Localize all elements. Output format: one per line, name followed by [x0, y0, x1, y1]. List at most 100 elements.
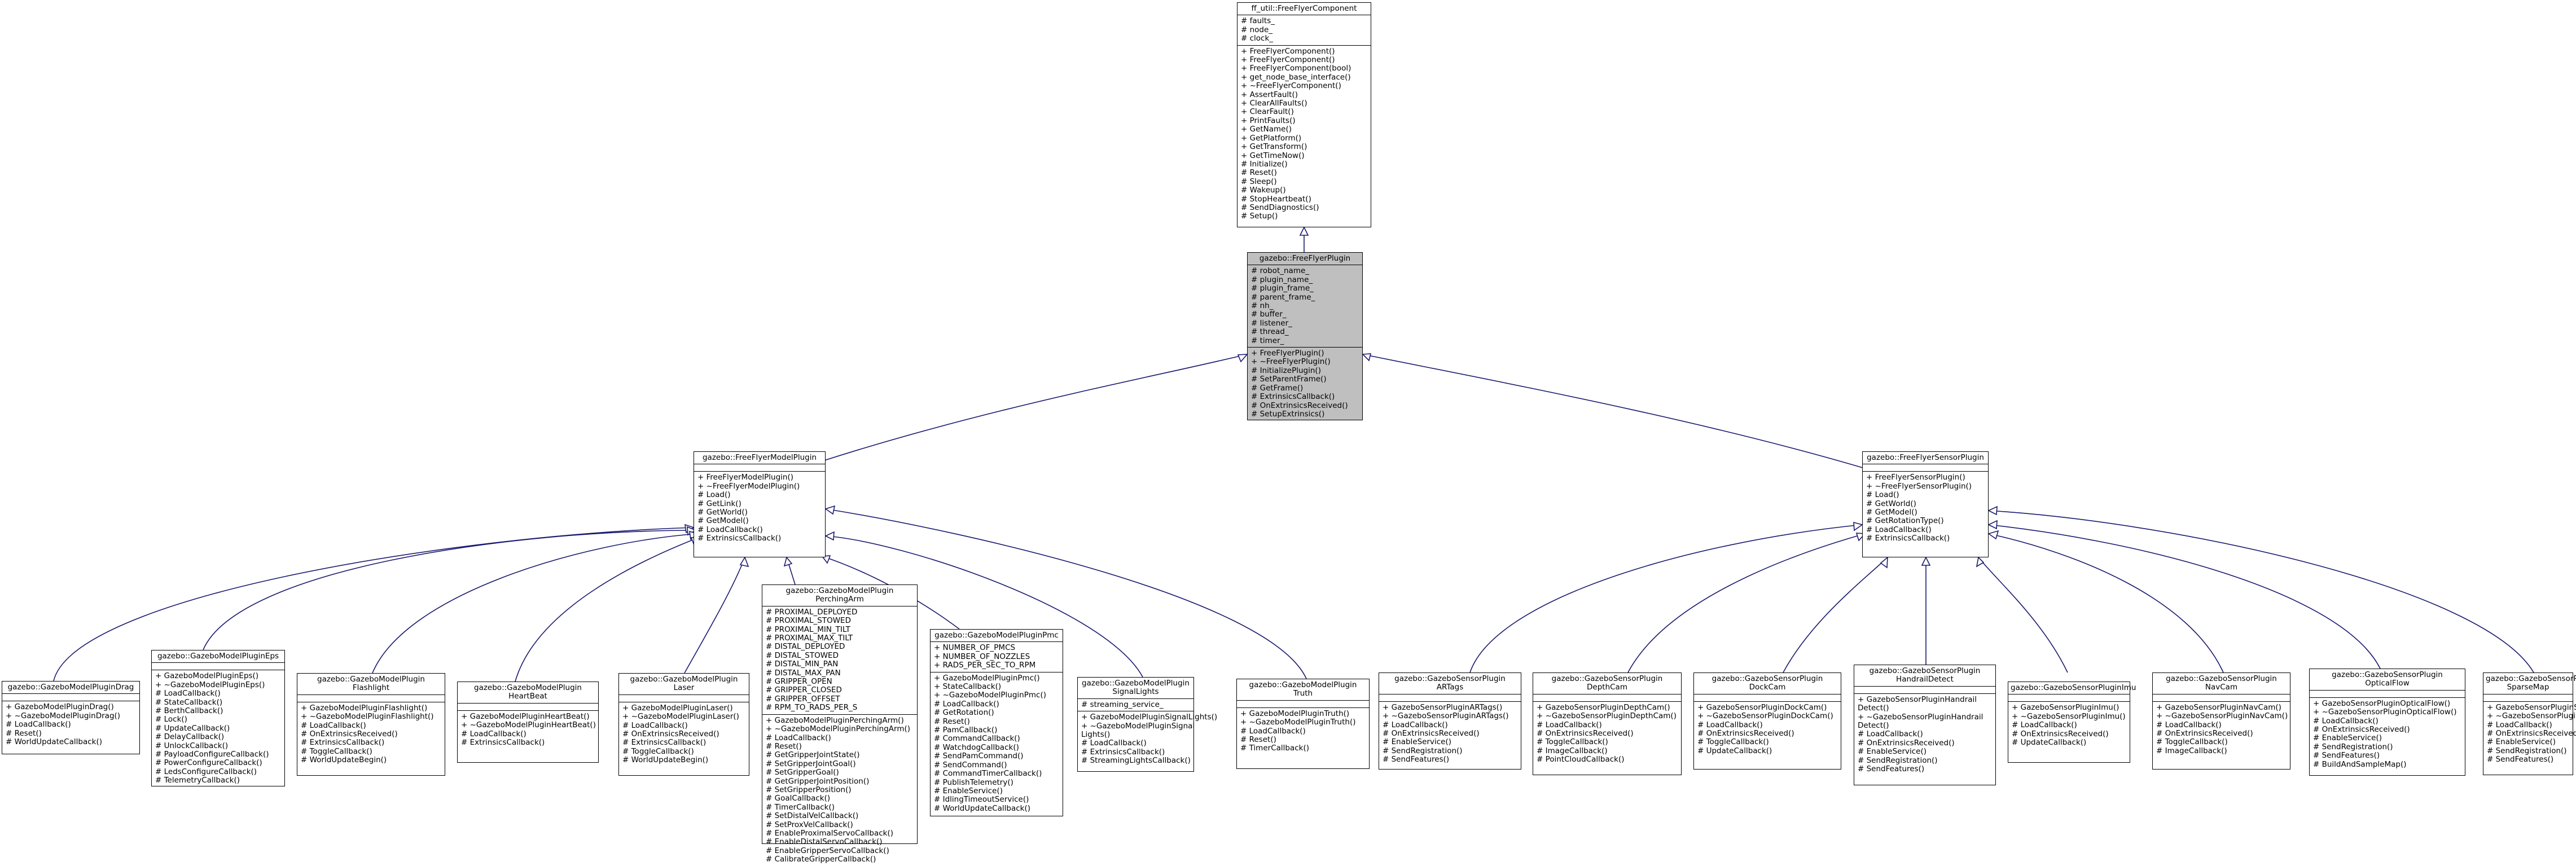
- operation: # Initialize(): [1241, 159, 1288, 169]
- class-gazebomodelpluginpmc[interactable]: gazebo::GazeboModelPluginPmc+ NUMBER_OF_…: [930, 629, 1063, 816]
- operation: + FreeFlyerComponent(): [1241, 46, 1335, 56]
- class-title: gazebo::FreeFlyerPlugin: [1248, 253, 1362, 265]
- operation: + FreeFlyerSensorPlugin(): [1866, 473, 1965, 482]
- operation: # LoadCallback(): [1081, 738, 1147, 748]
- operation: # ExtrinsicsCallback(): [1866, 534, 1950, 543]
- operation: + ~FreeFlyerSensorPlugin(): [1866, 481, 1972, 491]
- operation: # TelemetryCallback(): [155, 776, 240, 785]
- operation: + ~GazeboSensorPluginDepthCam(): [1537, 711, 1677, 721]
- operation: # SetParentFrame(): [1251, 375, 1327, 384]
- operation: + GazeboSensorPluginSparseMap(): [2487, 702, 2576, 712]
- operation: + ~GazeboModelPluginEps(): [155, 680, 265, 689]
- operation: # OnExtrinsicsReceived(): [1383, 729, 1480, 738]
- arrowhead-ffsp-5: [1976, 556, 1985, 568]
- operation: # CommandCallback(): [934, 734, 1020, 744]
- operation: + GazeboModelPluginLaser(): [622, 703, 733, 713]
- operation: + ClearFault(): [1241, 107, 1294, 117]
- operation: # SendRegistration(): [1383, 746, 1463, 755]
- operation: # SendRegistration(): [2487, 746, 2567, 755]
- class-title-line: gazebo::GazeboSensorPluginImu: [2011, 683, 2136, 692]
- operation: + ClearAllFaults(): [1241, 99, 1307, 108]
- class-gazebomodelpluginEps[interactable]: gazebo::GazeboModelPluginEps+ GazeboMode…: [151, 650, 285, 786]
- class-freeflyermodelplugin[interactable]: gazebo::FreeFlyerModelPlugin+ FreeFlyerM…: [694, 451, 826, 557]
- operations-section: + GazeboModelPluginPerchingArm()+ ~Gazeb…: [762, 714, 917, 866]
- operation: # Wakeup(): [1241, 186, 1286, 195]
- operation: + get_node_base_interface(): [1241, 72, 1351, 82]
- operations-section: + GazeboSensorPluginSparseMap()+ ~Gazebo…: [2483, 701, 2576, 766]
- operation: # SendFeatures(): [1383, 755, 1450, 764]
- attribute: # listener_: [1251, 318, 1292, 328]
- operation: + GetTimeNow(): [1241, 151, 1305, 160]
- edge-sparse-ffsp: [1988, 510, 2534, 673]
- operation: # BerthCallback(): [155, 706, 223, 716]
- operation: # LoadCallback(): [2487, 720, 2552, 729]
- attributes-section: [1863, 464, 1988, 471]
- class-gazebomodelplugindrag[interactable]: gazebo::GazeboModelPluginDrag+ GazeboMod…: [2, 681, 140, 754]
- class-freeflyercomponent[interactable]: ff_util::FreeFlyerComponent# faults_# no…: [1237, 2, 1371, 227]
- operation: + ~GazeboModelPluginLaser(): [622, 712, 739, 722]
- operations-section: + FreeFlyerPlugin()+ ~FreeFlyerPlugin()#…: [1248, 347, 1362, 420]
- operation: # StopHeartbeat(): [1241, 194, 1311, 204]
- operations-section: + GazeboSensorPluginImu()+ ~GazeboSensor…: [2008, 701, 2130, 749]
- edge-ffmp-ffp: [822, 354, 1248, 461]
- class-gazebosensorpluginsparsemap[interactable]: gazebo::GazeboSensorPluginSparseMap+ Gaz…: [2483, 672, 2576, 775]
- class-title: gazebo::FreeFlyerModelPlugin: [694, 452, 825, 464]
- operations-section: + GazeboModelPluginTruth()+ ~GazeboModel…: [1237, 707, 1369, 755]
- attribute: # faults_: [1241, 16, 1275, 26]
- attribute: # DISTAL_STOWED: [766, 650, 839, 660]
- operation: + GazeboSensorPluginDepthCam(): [1537, 702, 1670, 712]
- arrowhead-ffsp-1: [1853, 521, 1863, 531]
- operation: # GetRotation(): [934, 708, 994, 718]
- class-title-line: ff_util::FreeFlyerComponent: [1251, 4, 1357, 13]
- operations-section: + GazeboSensorPluginOpticalFlow()+ ~Gaze…: [2310, 697, 2465, 771]
- class-title-line: gazebo::GazeboModelPlugin: [630, 675, 738, 684]
- operation: # ToggleCallback(): [301, 746, 372, 756]
- attribute: # plugin_name_: [1251, 275, 1313, 284]
- class-freeflyersensorplugin[interactable]: gazebo::FreeFlyerSensorPlugin+ FreeFlyer…: [1862, 451, 1989, 557]
- class-title: gazebo::FreeFlyerSensorPlugin: [1863, 452, 1988, 464]
- operations-section: + FreeFlyerModelPlugin()+ ~FreeFlyerMode…: [694, 471, 825, 544]
- operation: + FreeFlyerComponent(bool): [1241, 64, 1351, 73]
- operation: + ~GazeboModelPluginHeartBeat(): [461, 720, 596, 730]
- operation: # Sleep(): [1241, 177, 1277, 186]
- operation: + ~FreeFlyerComponent(): [1241, 81, 1341, 91]
- edge-optical-ffsp: [1988, 524, 2381, 669]
- operation: # SetGripperJointGoal(): [766, 759, 856, 768]
- operation: + FreeFlyerPlugin(): [1251, 349, 1324, 358]
- attributes-section: [458, 702, 598, 710]
- operation: # LoadCallback(): [6, 720, 71, 729]
- operation: # LedsConfigureCallback(): [155, 767, 257, 776]
- operation: # OnExtrinsicsReceived(): [2487, 729, 2576, 738]
- class-title-line: HandrailDetect: [1896, 675, 1954, 684]
- class-freeflyerplugin[interactable]: gazebo::FreeFlyerPlugin# robot_name_# pl…: [1247, 252, 1363, 420]
- attributes-section: # streaming_service_: [1078, 698, 1193, 711]
- operation: # WorldUpdateBegin(): [622, 755, 709, 765]
- class-gazebosensorpluginimu[interactable]: gazebo::GazeboSensorPluginImu+ GazeboSen…: [2008, 682, 2136, 763]
- edge-depth-ffsp: [1627, 533, 1866, 673]
- operation: # Setup(): [1241, 212, 1278, 221]
- operation: # LoadCallback(): [934, 699, 999, 709]
- operation: # ExtrinsicsCallback(): [461, 738, 545, 748]
- operation: # LoadCallback(): [1866, 525, 1932, 534]
- operation: + ~GazeboSensorPluginDockCam(): [1697, 711, 1833, 721]
- operation: + ~GazeboSensorPluginOpticalFlow(): [2313, 707, 2457, 717]
- operation: # EnableGripperServoCallback(): [766, 846, 889, 855]
- operation: # OnExtrinsicsReceived(): [2156, 729, 2253, 738]
- operation: # LoadCallback(): [2313, 716, 2378, 726]
